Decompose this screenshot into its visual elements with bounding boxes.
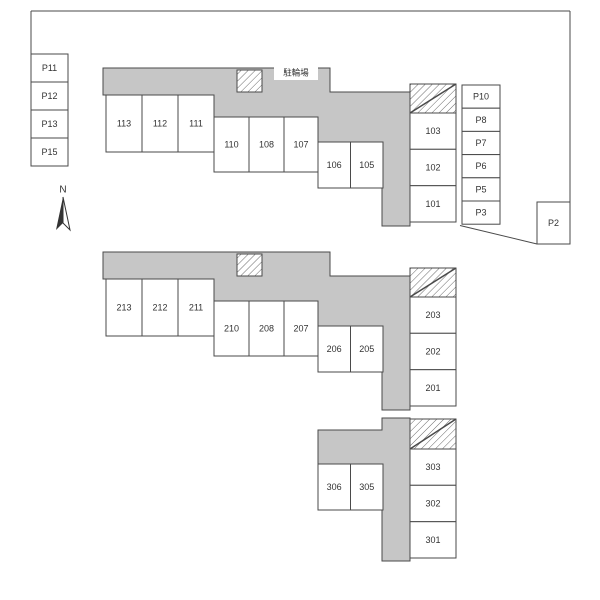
unit-label-208: 208 xyxy=(259,324,274,334)
unit-box-103 xyxy=(409,112,457,150)
unit-box-210 xyxy=(213,300,250,357)
unit-box-212 xyxy=(141,278,179,337)
north-needle-outline xyxy=(62,196,71,232)
parking-space-label-p2: P2 xyxy=(548,218,559,228)
parking-space-box-p15 xyxy=(30,137,69,167)
parking-detached: P2 xyxy=(536,201,571,245)
unit-label-305: 305 xyxy=(359,482,374,492)
unit-label-301: 301 xyxy=(425,535,440,545)
unit-box-206 xyxy=(317,325,351,373)
north-label: N xyxy=(59,185,66,196)
parking-space-label-p7: P7 xyxy=(475,138,486,148)
unit-box-101 xyxy=(409,185,457,223)
parking-space-box-p12 xyxy=(30,81,69,111)
unit-label-102: 102 xyxy=(425,163,440,173)
parking-space-label-p8: P8 xyxy=(475,115,486,125)
parking-right-column: P10 P8 P7 P6 P5 P3 xyxy=(461,84,501,225)
unit-box-201 xyxy=(409,369,457,407)
unit-label-105: 105 xyxy=(359,160,374,170)
parking-space-label-p13: P13 xyxy=(41,119,57,129)
unit-label-112: 112 xyxy=(153,119,167,129)
unit-label-108: 108 xyxy=(259,140,274,150)
second-floor-block: 213 212 211 210 208 207 206 205 203 202 … xyxy=(102,251,457,411)
first-floor-block: 駐輪場 113 112 111 110 108 107 106 105 103 … xyxy=(102,65,457,227)
third-floor-block: 306 305 303 302 301 xyxy=(317,417,457,562)
bicycle-parking-hatch-1f xyxy=(236,69,263,93)
unit-label-201: 201 xyxy=(425,383,440,393)
stairwell-diagonal-2f xyxy=(409,267,457,298)
unit-box-305 xyxy=(350,463,384,511)
unit-label-212: 212 xyxy=(152,303,167,313)
unit-box-211 xyxy=(177,278,215,337)
unit-box-113 xyxy=(105,94,143,153)
unit-box-306 xyxy=(317,463,351,511)
parking-space-label-p11: P11 xyxy=(42,63,57,73)
unit-box-205 xyxy=(350,325,384,373)
unit-box-102 xyxy=(409,148,457,187)
unit-label-303: 303 xyxy=(425,462,440,472)
unit-box-203 xyxy=(409,296,457,334)
unit-label-110: 110 xyxy=(224,140,238,150)
parking-space-label-p6: P6 xyxy=(475,161,486,171)
unit-label-107: 107 xyxy=(293,140,308,150)
unit-label-203: 203 xyxy=(425,310,440,320)
unit-label-206: 206 xyxy=(327,344,342,354)
bicycle-parking-hatch-2f xyxy=(236,253,263,277)
parking-space-box-p2 xyxy=(536,201,571,245)
unit-box-107 xyxy=(283,116,319,173)
unit-box-213 xyxy=(105,278,143,337)
stairwell-diagonal-3f xyxy=(409,418,457,450)
parking-space-box-p3 xyxy=(461,200,501,225)
unit-label-302: 302 xyxy=(425,499,440,509)
unit-box-108 xyxy=(248,116,285,173)
unit-box-111 xyxy=(177,94,215,153)
unit-label-213: 213 xyxy=(116,303,131,313)
parking-space-label-p5: P5 xyxy=(475,184,486,194)
parking-space-label-p12: P12 xyxy=(41,91,57,101)
north-arrow: N xyxy=(56,185,71,232)
unit-label-111: 111 xyxy=(189,119,203,129)
parking-left-column: P11 P12 P13 P15 xyxy=(30,53,69,167)
unit-label-103: 103 xyxy=(425,126,440,136)
parking-space-label-p3: P3 xyxy=(475,208,486,218)
site-boundary-line xyxy=(459,225,538,245)
unit-box-112 xyxy=(141,94,179,153)
unit-label-211: 211 xyxy=(189,303,203,313)
unit-box-105 xyxy=(350,141,384,189)
unit-box-303 xyxy=(409,448,457,486)
parking-space-label-p15: P15 xyxy=(41,147,57,157)
unit-box-106 xyxy=(317,141,351,189)
parking-space-label-p10: P10 xyxy=(473,92,489,102)
parking-space-box-p13 xyxy=(30,109,69,139)
unit-label-101: 101 xyxy=(425,199,440,209)
unit-box-301 xyxy=(409,521,457,559)
parking-space-box-p11 xyxy=(30,53,69,83)
unit-box-302 xyxy=(409,484,457,523)
unit-label-306: 306 xyxy=(327,482,342,492)
stairwell-diagonal-1f xyxy=(409,83,457,114)
unit-label-205: 205 xyxy=(359,344,374,354)
north-needle-filled xyxy=(56,197,63,230)
unit-label-207: 207 xyxy=(293,324,308,334)
unit-label-106: 106 xyxy=(327,160,342,170)
unit-box-208 xyxy=(248,300,285,357)
bicycle-parking-label-bg xyxy=(274,65,318,80)
unit-label-202: 202 xyxy=(425,347,440,357)
unit-label-210: 210 xyxy=(224,324,239,334)
unit-label-113: 113 xyxy=(117,119,131,129)
unit-box-202 xyxy=(409,332,457,371)
bicycle-parking-label: 駐輪場 xyxy=(283,68,309,78)
